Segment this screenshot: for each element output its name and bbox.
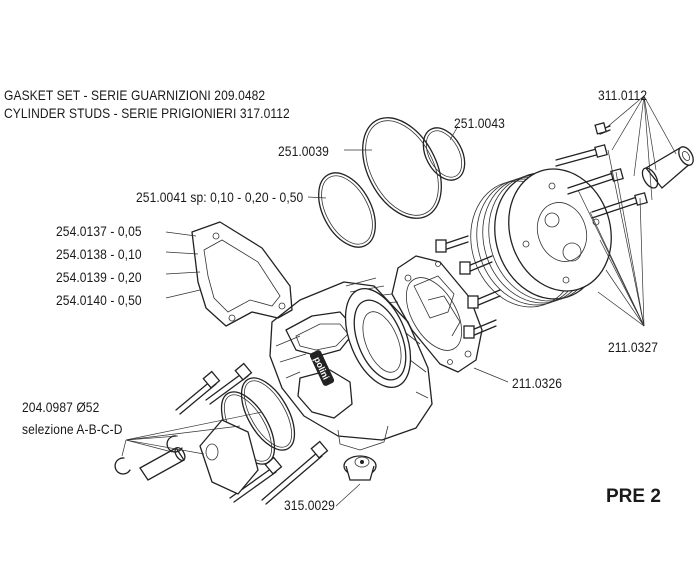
o-ring-251-0043-inner	[425, 130, 463, 178]
cylinder-body	[269, 277, 433, 451]
leader-lines	[121, 95, 677, 507]
label-211-0326: 211.0326	[512, 375, 563, 391]
label-254-0137: 254.0137 - 0,05	[56, 223, 142, 239]
cylinder-studs-title: CYLINDER STUDS - SERIE PRIGIONIERI 317.0…	[4, 105, 290, 121]
label-251-0039: 251.0039	[278, 143, 329, 159]
o-ring-251-0041-outer	[318, 172, 376, 248]
label-selection: selezione A-B-C-D	[22, 421, 123, 437]
polini-logo: polini	[309, 350, 335, 386]
cylinder-head-211-0327	[470, 168, 612, 308]
o-ring-251-0039-inner	[365, 120, 439, 216]
cylinder-bore-deep	[362, 311, 402, 373]
cylinder-studs	[175, 235, 501, 505]
o-ring-251-0039-outer	[362, 117, 442, 219]
model-label: PRE 2	[606, 486, 661, 507]
cap-315-0029	[343, 455, 377, 481]
o-ring-251-0041-inner	[321, 175, 373, 245]
label-311-0112: 311.0112	[598, 87, 648, 103]
label-254-0138: 254.0138 - 0,10	[56, 246, 142, 262]
o-ring-251-0043-outer	[422, 127, 466, 181]
label-254-0140: 254.0140 - 0,50	[56, 292, 142, 308]
gasket-set-title: GASKET SET - SERIE GUARNIZIONI 209.0482	[4, 87, 266, 103]
cylinder-bore-inner	[353, 299, 407, 381]
cylinder-bore-outer	[344, 288, 412, 388]
label-251-0043: 251.0043	[454, 115, 505, 131]
piston	[199, 419, 259, 495]
label-204-0987: 204.0987 Ø52	[22, 399, 100, 415]
label-211-0327: 211.0327	[608, 339, 659, 355]
label-251-0041: 251.0041 sp: 0,10 - 0,20 - 0,50	[136, 189, 304, 205]
label-254-0139: 254.0139 - 0,20	[56, 269, 142, 285]
label-315-0029: 315.0029	[284, 497, 335, 513]
head-insert-211-0326	[391, 255, 483, 373]
sensor-adapter	[641, 146, 694, 189]
base-gasket	[191, 221, 293, 327]
wrist-pin	[139, 446, 186, 481]
